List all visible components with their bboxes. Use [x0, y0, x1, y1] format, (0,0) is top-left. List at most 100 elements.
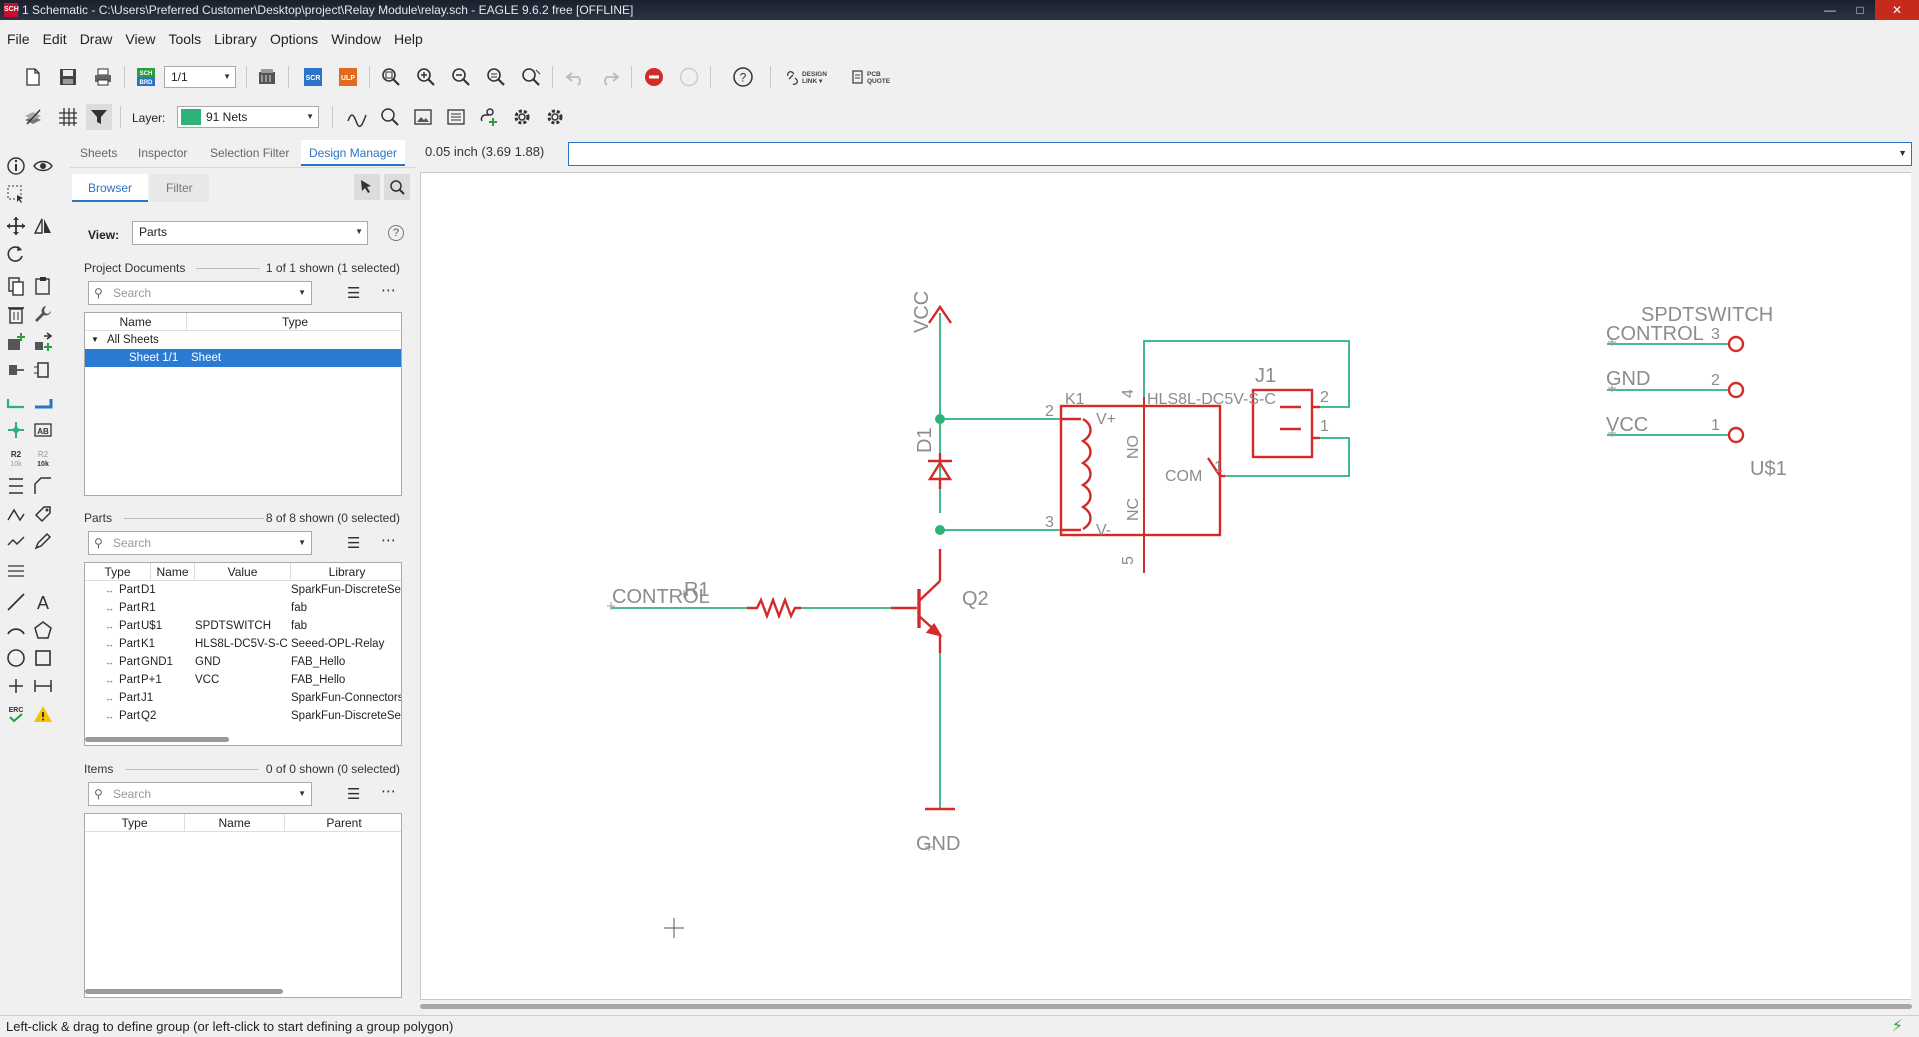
wrench-icon[interactable]	[29, 300, 57, 328]
stop-icon[interactable]	[641, 64, 667, 90]
column-header-name[interactable]: Name	[151, 563, 195, 581]
copy-icon[interactable]	[2, 272, 30, 300]
tab-inspector[interactable]: Inspector	[138, 146, 188, 160]
optimize-icon[interactable]	[2, 528, 30, 556]
move-icon[interactable]	[2, 212, 30, 240]
rectangle-icon[interactable]	[29, 644, 57, 672]
maximize-button[interactable]: □	[1856, 3, 1864, 17]
change-icon[interactable]	[29, 528, 57, 556]
go-icon[interactable]	[676, 64, 702, 90]
help-icon[interactable]: ?	[388, 225, 404, 241]
miter-icon[interactable]	[29, 472, 57, 500]
arc-icon[interactable]	[2, 616, 30, 644]
menu-edit[interactable]: Edit	[42, 31, 67, 47]
menu-help[interactable]: Help	[393, 31, 423, 47]
net-icon[interactable]	[2, 388, 30, 416]
mirror-icon[interactable]	[29, 212, 57, 240]
project-documents-search[interactable]: ⚲Search▼	[88, 281, 312, 305]
zoom-to-selection-icon[interactable]	[384, 174, 410, 200]
layer-select[interactable]: 91 Nets ▼	[177, 106, 319, 128]
more-options-icon[interactable]: ⋯	[381, 282, 396, 299]
select-cursor-icon[interactable]	[354, 174, 380, 200]
list-view-icon[interactable]: ☰	[347, 786, 361, 803]
tab-design-manager[interactable]: Design Manager	[301, 140, 406, 166]
pin-swap-icon[interactable]	[29, 356, 57, 384]
settings-gear-icon[interactable]	[509, 104, 535, 130]
zoom-in-icon[interactable]	[413, 64, 439, 90]
items-list-scrollbar[interactable]	[85, 989, 283, 994]
save-icon[interactable]	[55, 64, 81, 90]
show-icon[interactable]	[377, 104, 403, 130]
export-netlist-icon[interactable]	[443, 104, 469, 130]
attribute-icon[interactable]	[29, 500, 57, 528]
sheet-select[interactable]: 1/1▼	[164, 66, 236, 88]
tab-sheets[interactable]: Sheets	[80, 146, 118, 160]
wire-bend-icon[interactable]	[344, 104, 370, 130]
zoom-select-icon[interactable]	[518, 64, 544, 90]
replace-icon[interactable]	[29, 328, 57, 356]
menu-window[interactable]: Window	[331, 31, 381, 47]
wire-icon[interactable]	[2, 588, 30, 616]
list-view-icon[interactable]: ☰	[347, 285, 361, 302]
parts-search[interactable]: ⚲Search▼	[88, 531, 312, 555]
tree-item-all-sheets[interactable]: ▼All Sheets	[91, 334, 159, 346]
settings-gear-icon[interactable]	[542, 104, 568, 130]
close-window-button[interactable]: ✕	[1875, 0, 1919, 20]
lightning-icon[interactable]: ⚡	[1891, 1018, 1903, 1035]
zoom-last-icon[interactable]	[483, 64, 509, 90]
minimize-button[interactable]: —	[1824, 3, 1836, 17]
split-icon[interactable]	[2, 500, 30, 528]
items-search[interactable]: ⚲Search▼	[88, 782, 312, 806]
label-icon[interactable]: AB	[29, 416, 57, 444]
more-options-icon[interactable]: ⋯	[381, 783, 396, 800]
schematic-drawing[interactable]: VCC GND CONTROL R1 D1 Q2 J1 SPDTSWITCH U…	[421, 173, 1913, 1001]
column-header-name[interactable]: Name	[185, 814, 285, 832]
new-file-icon[interactable]	[20, 64, 46, 90]
column-header-type[interactable]: Type	[85, 563, 151, 581]
column-header-name[interactable]: Name	[85, 313, 187, 331]
column-header-type[interactable]: Type	[85, 814, 185, 832]
circle-icon[interactable]	[2, 644, 30, 672]
menu-library[interactable]: Library	[214, 31, 257, 47]
ulp-button[interactable]: ULP	[335, 64, 361, 90]
rotate-icon[interactable]	[2, 240, 30, 268]
menu-options[interactable]: Options	[269, 31, 319, 47]
junction-icon[interactable]	[2, 416, 30, 444]
column-header-value[interactable]: Value	[195, 563, 291, 581]
column-header-type[interactable]: Type	[187, 313, 401, 331]
more-options-icon[interactable]: ⋯	[381, 532, 396, 549]
gate-swap-icon[interactable]	[2, 356, 30, 384]
layer-settings-icon[interactable]	[20, 104, 46, 130]
erc-icon[interactable]: ERC	[2, 700, 30, 728]
polygon-icon[interactable]	[29, 616, 57, 644]
subtab-browser[interactable]: Browser	[72, 174, 149, 202]
zoom-out-icon[interactable]	[448, 64, 474, 90]
add-gate-icon[interactable]	[2, 328, 30, 356]
menu-file[interactable]: File	[7, 31, 30, 47]
column-header-parent[interactable]: Parent	[285, 814, 401, 832]
paste-icon[interactable]	[29, 272, 57, 300]
script-button[interactable]: SCR	[300, 64, 326, 90]
tab-selection-filter[interactable]: Selection Filter	[210, 146, 290, 160]
undo-icon[interactable]	[562, 64, 588, 90]
command-line-input[interactable]: ▼	[568, 142, 1912, 166]
subtab-filter[interactable]: Filter	[150, 174, 209, 202]
redo-icon[interactable]	[597, 64, 623, 90]
export-image-icon[interactable]	[410, 104, 436, 130]
horizontal-scrollbar[interactable]	[420, 1002, 1912, 1010]
vertical-scrollbar[interactable]	[1911, 172, 1919, 1000]
help-icon[interactable]: ?	[730, 64, 756, 90]
